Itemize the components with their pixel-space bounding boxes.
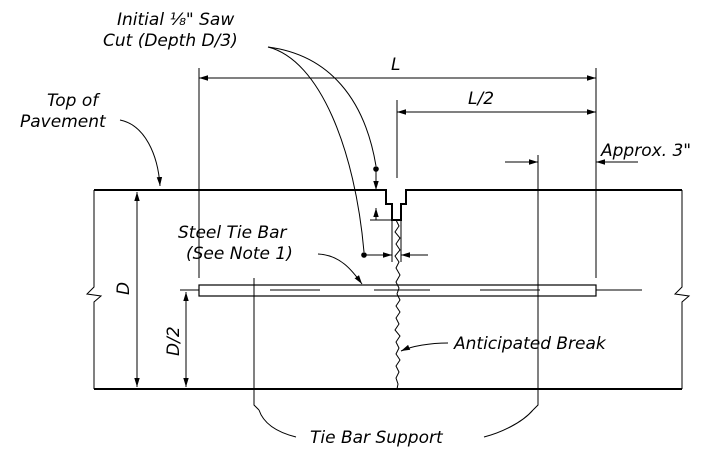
saw-width-dot [361, 252, 367, 258]
approx-label: Approx. 3" [600, 141, 691, 161]
left-break-line [85, 190, 103, 389]
dim-D-label: D [114, 282, 134, 295]
saw-cut-width-dim [361, 220, 428, 262]
saw-cut-label-line1: Initial ⅛" Saw [117, 10, 234, 30]
saw-cut-label-line2: Cut (Depth D/3) [103, 31, 238, 51]
saw-cut-leader-1 [267, 46, 377, 167]
dim-D-half-label: D/2 [164, 326, 184, 356]
tie-bar-label-line1: Steel Tie Bar [178, 223, 288, 243]
tie-bar-leader [317, 253, 363, 285]
saw-depth-dot [373, 166, 379, 172]
dimension-L-half [396, 100, 596, 178]
support-leader-left [258, 409, 297, 438]
leaders [119, 46, 534, 438]
saw-cut-depth-dim [370, 166, 392, 221]
dimension-L [198, 68, 597, 278]
dim-L-label: L [391, 55, 400, 75]
break-leader [400, 342, 449, 352]
break-label: Anticipated Break [453, 334, 607, 354]
top-pavement-label-line1: Top of [47, 91, 101, 111]
support-leader-right [483, 409, 534, 438]
steel-tie-bar [180, 284, 642, 297]
left-support [253, 278, 260, 411]
saw-cut-leader-2 [267, 46, 365, 253]
tie-bar-label-line2: (See Note 1) [186, 244, 293, 264]
right-break-line [673, 190, 691, 389]
anticipated-crack [394, 219, 401, 390]
top-pavement-label-line2: Pavement [20, 112, 107, 132]
tie-bar-supports [253, 278, 539, 411]
top-pavement-leader [119, 119, 163, 187]
right-support [532, 278, 539, 411]
pavement-top-line [94, 189, 682, 221]
dimension-D-half [180, 289, 199, 387]
dim-L-half-label: L/2 [468, 89, 494, 109]
dimension-approx-3 [505, 155, 638, 278]
support-label: Tie Bar Support [310, 428, 444, 448]
